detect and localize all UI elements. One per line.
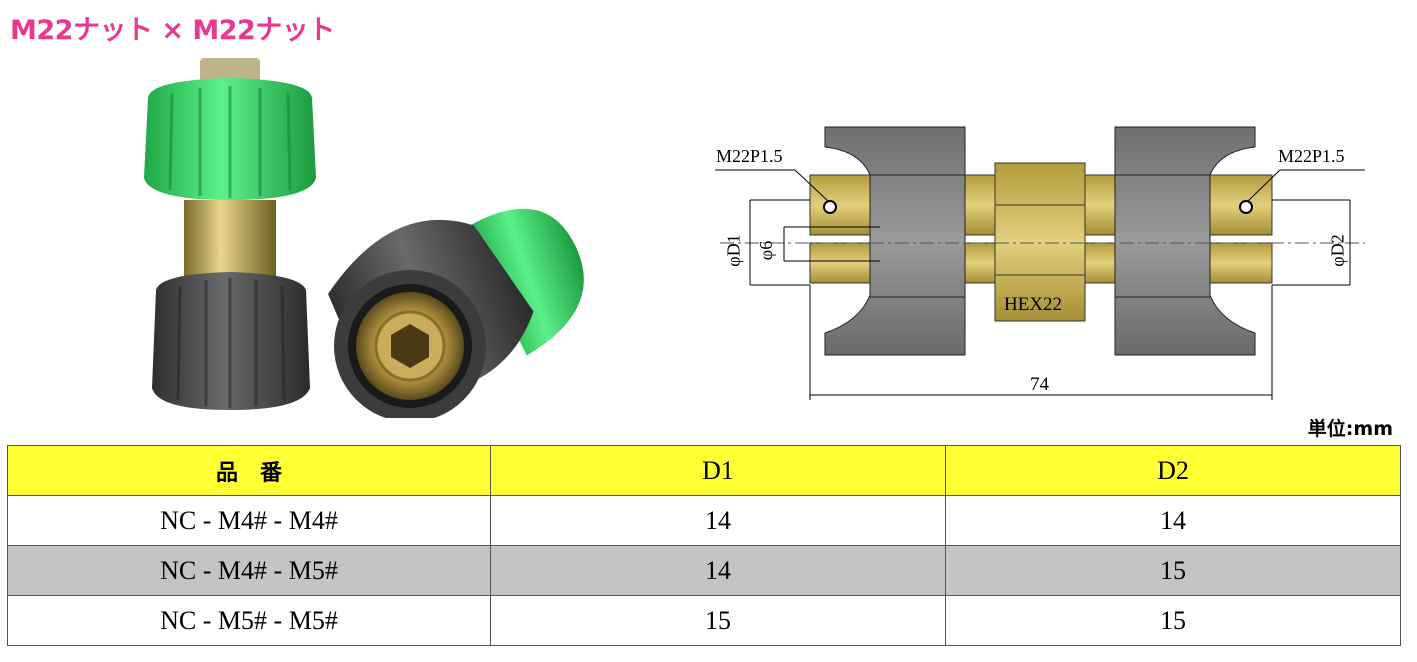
- part-number-cell: NC - M5# - M5#: [7, 595, 491, 646]
- d2-cell: 14: [945, 495, 1401, 546]
- d1-cell: 14: [490, 495, 946, 546]
- table-row: NC - M4# - M5# 14 15: [7, 545, 1401, 596]
- header-d2: D2: [945, 445, 1401, 496]
- header-d1: D1: [490, 445, 946, 496]
- d2-cell: 15: [945, 595, 1401, 646]
- d1-label: φD1: [723, 234, 744, 267]
- table-row: NC - M5# - M5# 15 15: [7, 595, 1401, 646]
- d2-label: φD2: [1327, 234, 1348, 267]
- page-title: M22ナット × M22ナット: [10, 15, 335, 46]
- header-part-number: 品 番: [7, 445, 491, 496]
- table-header-row: 品 番 D1 D2: [7, 445, 1401, 496]
- part-number-cell: NC - M4# - M5#: [7, 545, 491, 596]
- hex-label: HEX22: [1004, 294, 1063, 315]
- spec-table: 品 番 D1 D2 NC - M4# - M4# 14 14 NC - M4# …: [7, 445, 1401, 646]
- d1-cell: 14: [490, 545, 946, 596]
- thread-label-left: M22P1.5: [716, 146, 783, 166]
- length-label: 74: [1030, 374, 1049, 395]
- d2-cell: 15: [945, 545, 1401, 596]
- thread-label-right: M22P1.5: [1278, 146, 1345, 166]
- unit-label: 単位:mm: [1307, 418, 1393, 440]
- part-number-cell: NC - M4# - M4#: [7, 495, 491, 546]
- d1-cell: 15: [490, 595, 946, 646]
- technical-drawing: [715, 126, 1365, 400]
- product-photo: [144, 58, 584, 418]
- table-row: NC - M4# - M4# 14 14: [7, 495, 1401, 546]
- d6-label: φ6: [756, 240, 777, 261]
